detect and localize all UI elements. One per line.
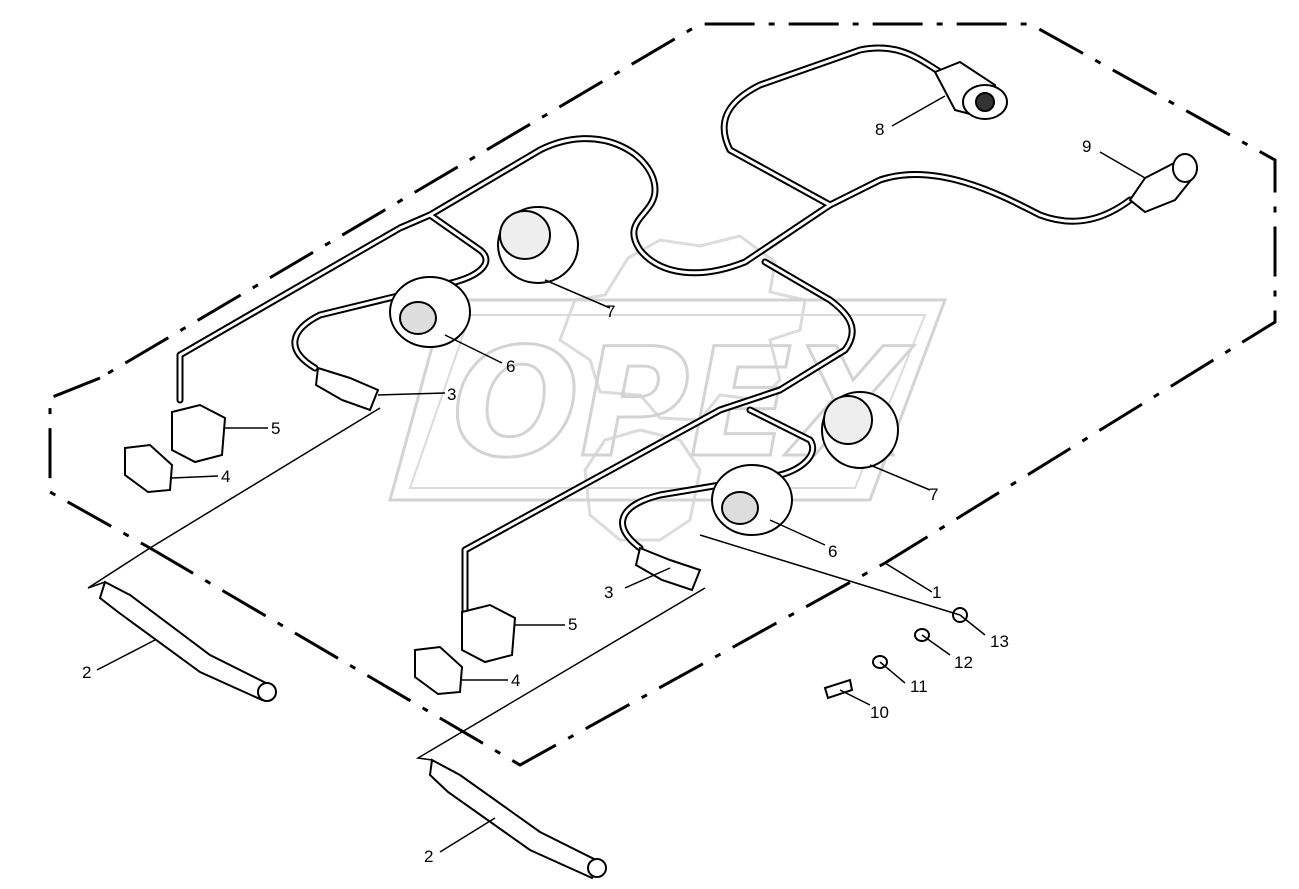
callout-12: 12 [954, 653, 973, 672]
connector-5a [171, 403, 227, 464]
lamp-housing-7a [497, 206, 579, 284]
callout-13: 13 [990, 632, 1009, 651]
lamp-6a [389, 276, 471, 348]
callout-4-upper: 4 [221, 467, 230, 486]
callout-9: 9 [1082, 137, 1091, 156]
callout-leaders [96, 95, 1146, 853]
callout-3-lower: 3 [604, 583, 613, 602]
guide-lines [87, 407, 961, 761]
callout-2-left: 2 [82, 663, 91, 682]
lamp-6b [711, 464, 793, 536]
callout-10: 10 [870, 703, 889, 722]
parts [98, 60, 1198, 880]
round-connector-8 [933, 60, 1008, 120]
bolt-10 [823, 678, 854, 700]
boundary-outline [48, 22, 1277, 767]
callout-5-upper: 5 [271, 419, 280, 438]
callout-4-lower: 4 [511, 671, 520, 690]
plug-3a [314, 366, 380, 412]
extension-cable-2a [98, 580, 277, 702]
connector-5b [461, 603, 517, 664]
callout-11: 11 [910, 677, 928, 696]
callout-6-lower: 6 [828, 542, 837, 561]
callout-3-upper: 3 [447, 385, 456, 404]
extension-cable-2b [428, 758, 607, 880]
callout-7-upper: 7 [606, 302, 615, 321]
connector-4a [124, 443, 174, 494]
callout-8: 8 [875, 120, 884, 139]
callout-1: 1 [932, 583, 941, 602]
callout-6-upper: 6 [506, 357, 515, 376]
connector-9 [1128, 153, 1198, 214]
connector-4b [414, 645, 464, 696]
callout-7-lower: 7 [929, 485, 938, 504]
lamp-housing-7b [821, 391, 899, 469]
callout-5-lower: 5 [568, 615, 577, 634]
callout-labels: 1 2 2 3 3 4 4 5 5 6 6 7 7 8 9 10 11 12 1… [82, 120, 1091, 866]
callout-2-bottom: 2 [424, 847, 433, 866]
